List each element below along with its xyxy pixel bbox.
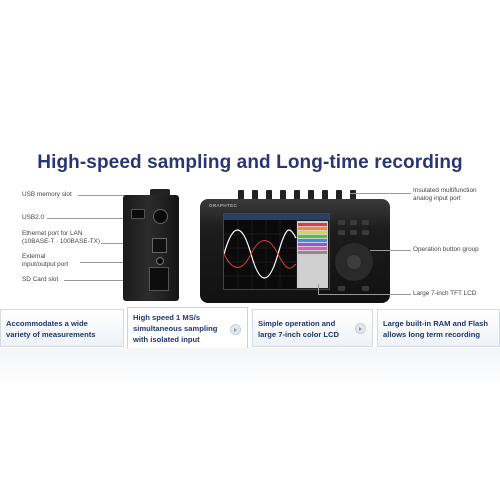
- sd-slot-icon: [149, 267, 169, 291]
- input-connector: [308, 190, 314, 201]
- arrow-right-icon[interactable]: [230, 324, 241, 335]
- feature-line: large 7-inch color LCD: [258, 330, 340, 339]
- operation-button[interactable]: [362, 220, 369, 225]
- operation-button[interactable]: [362, 286, 369, 291]
- callout-external-line2: input/output port: [22, 261, 69, 268]
- feature-card-3[interactable]: Simple operation and large 7-inch color …: [252, 309, 373, 347]
- lan-port-icon: [152, 238, 167, 253]
- callout-external-line1: External: [22, 253, 46, 260]
- dial-center-button[interactable]: [347, 255, 361, 269]
- feature-line: with isolated input: [133, 335, 200, 344]
- feature-line: allows long term recording: [383, 330, 481, 339]
- feature-text: Simple operation and large 7-inch color …: [258, 318, 339, 340]
- feature-line: High speed 1 MS/s: [133, 313, 201, 322]
- input-connector: [252, 190, 258, 201]
- feature-text: Accommodates a wide variety of measureme…: [6, 318, 95, 340]
- input-connector: [336, 190, 342, 201]
- callout-large-lcd: Large 7-inch TFT LCD: [413, 290, 477, 297]
- leader-sd: [64, 280, 149, 281]
- input-connector: [280, 190, 286, 201]
- leader-lcd-vertical: [318, 284, 319, 294]
- external-port-icon: [156, 257, 164, 265]
- callout-usb2: USB2.0: [22, 214, 45, 221]
- headline: High-speed sampling and Long-time record…: [37, 152, 463, 173]
- feature-text: Large built-in RAM and Flash allows long…: [383, 318, 488, 340]
- operation-button[interactable]: [362, 230, 369, 235]
- input-connector: [238, 190, 244, 201]
- feature-card-1[interactable]: Accommodates a wide variety of measureme…: [0, 309, 124, 347]
- feature-card-4[interactable]: Large built-in RAM and Flash allows long…: [377, 309, 500, 347]
- callout-insulated-line1: Insulated multifunction: [413, 187, 477, 194]
- lcd-screen: [223, 213, 330, 290]
- operation-button[interactable]: [338, 230, 345, 235]
- side-device-top: [150, 189, 170, 197]
- callout-sd-card-slot: SD Card slot: [22, 276, 59, 283]
- operation-button[interactable]: [338, 286, 345, 291]
- input-connector: [322, 190, 328, 201]
- leader-lcd: [318, 294, 411, 295]
- feature-line: simultaneous sampling: [133, 324, 218, 333]
- leader-insulated: [350, 193, 411, 194]
- callout-insulated-line2: analog input port: [413, 195, 461, 202]
- feature-line: Large built-in RAM and Flash: [383, 319, 489, 328]
- feature-line: Accommodates a wide: [6, 319, 88, 328]
- operation-button[interactable]: [338, 220, 345, 225]
- callout-ethernet-line2: (10BASE-T · 100BASE-TX): [22, 238, 101, 245]
- leader-external: [80, 262, 156, 263]
- leader-operation: [370, 250, 411, 251]
- usb-port-icon: [131, 209, 145, 219]
- arrow-right-icon[interactable]: [355, 323, 366, 334]
- feature-line: variety of measurements: [6, 330, 96, 339]
- input-connector: [266, 190, 272, 201]
- callout-ethernet-line1: Ethernet port for LAN: [22, 230, 83, 237]
- brand-logo: GRAPHTEC: [209, 203, 238, 208]
- callout-operation-button-group: Operation button group: [413, 246, 479, 253]
- leader-usb2: [47, 218, 131, 219]
- feature-line: Simple operation and: [258, 319, 336, 328]
- leader-usb-memory: [78, 195, 150, 196]
- operation-button[interactable]: [350, 230, 357, 235]
- reflection-band: [0, 348, 500, 388]
- operation-button[interactable]: [350, 220, 357, 225]
- feature-card-2[interactable]: High speed 1 MS/s simultaneous sampling …: [127, 307, 248, 351]
- waveform-display: [224, 214, 329, 289]
- input-connector: [350, 190, 356, 201]
- callout-usb-memory-slot: USB memory slot: [22, 191, 72, 198]
- input-connector: [294, 190, 300, 201]
- round-port-icon: [153, 209, 168, 224]
- feature-text: High speed 1 MS/s simultaneous sampling …: [133, 312, 217, 345]
